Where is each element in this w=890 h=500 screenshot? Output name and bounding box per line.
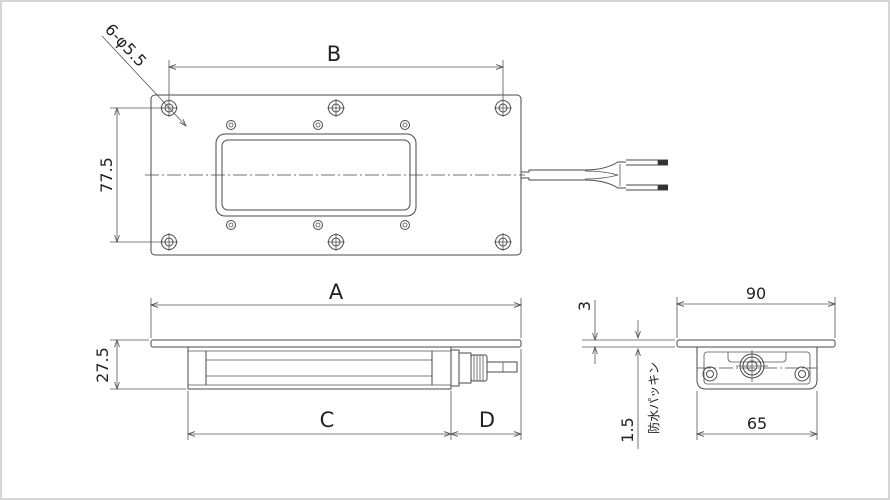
mounting-hole [327,99,345,117]
cable-gland-front [736,350,768,382]
dimension-plate-label: 3 [575,301,594,311]
dimension-height: 77.5 [97,108,163,242]
dimension-a-label: A [329,280,344,304]
dimension-90: 90 [677,284,835,338]
dimension-65-label: 65 [747,414,767,433]
housing [187,346,452,390]
dimension-d-label: D [479,408,495,432]
side-plate [676,339,836,348]
dimension-height-label: 77.5 [97,157,116,193]
screw [400,120,410,130]
dimension-c-label: C [320,408,335,432]
dimension-a: A [151,280,521,338]
dimension-65: 65 [697,391,817,440]
mounting-hole [327,233,345,251]
screw [313,120,323,130]
gasket-note-label: 防水パッキン [646,362,661,434]
side-hole [702,366,718,382]
dimension-thickness-label: 27.5 [93,347,112,383]
cable-gland [450,349,518,387]
dimension-b-label: B [327,42,341,66]
cable [521,159,668,191]
top-view: B 6-φ5.5 77.5 [97,20,668,256]
hole-spec-callout: 6-φ5.5 [101,20,186,126]
side-housing [696,347,818,390]
dimension-b: B [169,42,503,100]
screw [400,220,410,230]
hole-spec-label: 6-φ5.5 [101,20,150,71]
dimension-90-label: 90 [746,284,766,303]
front-view: A 27.5 C D [93,280,521,440]
side-view: 90 65 3 1.5 防水パッキン [575,284,835,449]
side-hole [794,366,810,382]
mounting-hole [494,99,512,117]
front-plate [150,339,522,348]
dimension-c-d: C D [188,349,521,440]
screw [226,220,236,230]
dimension-plate: 3 [575,300,675,364]
dimension-gasket: 1.5 防水パッキン [618,320,661,449]
dimension-thickness: 27.5 [93,340,186,389]
screw [313,220,323,230]
screw [226,120,236,130]
mounting-hole [494,233,512,251]
dimension-gasket-label: 1.5 [618,417,637,442]
